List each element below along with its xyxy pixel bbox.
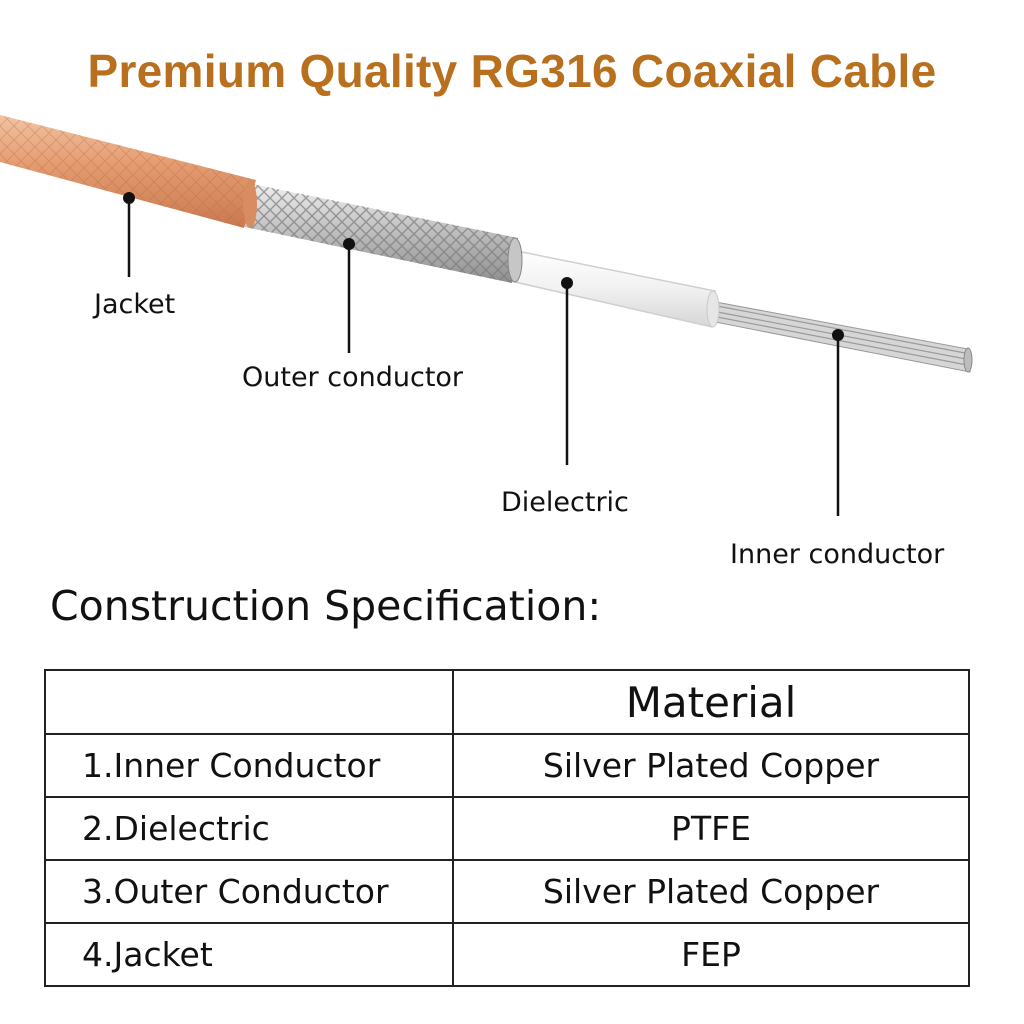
- page-title: Premium Quality RG316 Coaxial Cable: [87, 45, 937, 97]
- spec-header-material: Material: [452, 669, 970, 735]
- spec-component-name: 3.Outer Conductor: [44, 859, 454, 924]
- table-row: 3.Outer Conductor Silver Plated Copper: [44, 859, 970, 924]
- spec-table: Material 1.Inner Conductor Silver Plated…: [44, 669, 970, 987]
- table-row: 2.Dielectric PTFE: [44, 796, 970, 861]
- callout-outer-conductor-leader: [343, 238, 355, 353]
- spec-component-name: 1.Inner Conductor: [44, 733, 454, 798]
- callout-jacket-label: Jacket: [94, 289, 176, 320]
- table-row: 1.Inner Conductor Silver Plated Copper: [44, 733, 970, 798]
- spec-header-blank: [44, 669, 454, 735]
- table-row: 4.Jacket FEP: [44, 922, 970, 987]
- callout-dielectric-label: Dielectric: [501, 487, 629, 518]
- spec-component-name: 4.Jacket: [44, 922, 454, 987]
- spec-material-value: PTFE: [452, 796, 970, 861]
- spec-material-value: Silver Plated Copper: [452, 733, 970, 798]
- spec-material-value: FEP: [452, 922, 970, 987]
- callout-outer-conductor-label: Outer conductor: [242, 362, 464, 393]
- callout-jacket-leader: [123, 192, 135, 277]
- spec-header-row: Material: [44, 669, 970, 735]
- callout-inner-conductor-label: Inner conductor: [730, 539, 945, 570]
- outer-jacket: [0, 115, 257, 228]
- spec-component-name: 2.Dielectric: [44, 796, 454, 861]
- callout-dielectric-leader: [561, 277, 573, 465]
- callout-inner-conductor-leader: [832, 329, 844, 516]
- spec-heading: Construction Specification:: [50, 582, 602, 630]
- spec-material-value: Silver Plated Copper: [452, 859, 970, 924]
- dielectric-layer: [505, 249, 720, 328]
- braided-shield: [240, 184, 523, 283]
